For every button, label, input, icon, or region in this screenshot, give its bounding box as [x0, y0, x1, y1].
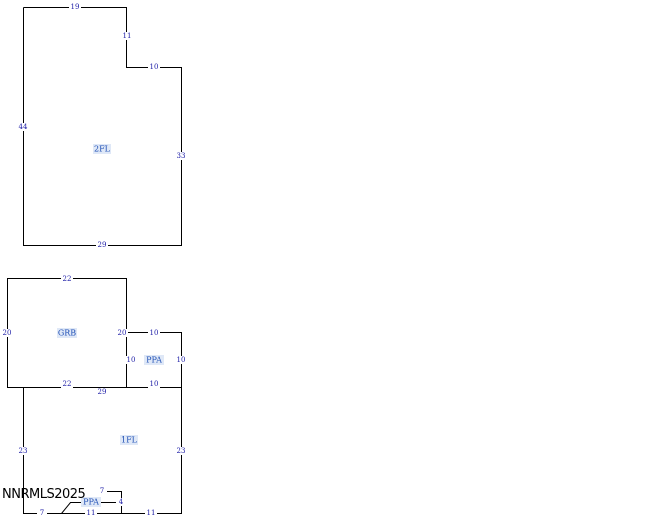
area-label-ppa-upper: PPA	[146, 356, 162, 365]
dim-2fl-notch-vertical: 11	[123, 32, 132, 40]
dim-grb-bottom: 22	[63, 380, 72, 388]
dim-1fl-bottom-left: 7	[40, 509, 44, 517]
area-label-grb: GRB	[58, 329, 76, 338]
dim-grb-left: 20	[3, 329, 12, 337]
dim-2fl-notch-horizontal: 10	[150, 63, 159, 71]
dim-1fl-bottom-right: 11	[147, 509, 156, 517]
first-floor-outline	[23, 387, 182, 514]
dim-1fl-top: 29	[98, 388, 107, 396]
dim-ppa-lower-right: 4	[119, 498, 124, 506]
watermark-text: NNRMLS2025	[2, 487, 86, 502]
dim-ppa-upper-top: 10	[150, 329, 159, 337]
dim-grb-top: 22	[63, 275, 72, 283]
dim-1fl-right: 23	[177, 447, 186, 455]
dim-ppa-upper-right: 10	[177, 356, 186, 364]
dim-2fl-top: 19	[71, 3, 80, 11]
dim-grb-right: 20	[118, 329, 127, 337]
area-label-2fl: 2FL	[94, 145, 111, 154]
dim-ppa-lower-top: 7	[100, 487, 104, 495]
dim-1fl-left: 23	[19, 447, 28, 455]
area-label-1fl: 1FL	[121, 436, 138, 445]
second-floor-outline	[23, 7, 182, 246]
dim-2fl-left: 44	[19, 123, 28, 131]
area-label-ppa-lower: PPA	[83, 498, 99, 507]
dim-2fl-right: 33	[177, 152, 186, 160]
dim-1fl-bottom-mid: 11	[87, 509, 96, 517]
dim-2fl-bottom: 29	[98, 241, 107, 249]
dim-ppa-upper-bottom: 10	[150, 380, 159, 388]
dim-ppa-upper-left: 10	[127, 356, 136, 364]
